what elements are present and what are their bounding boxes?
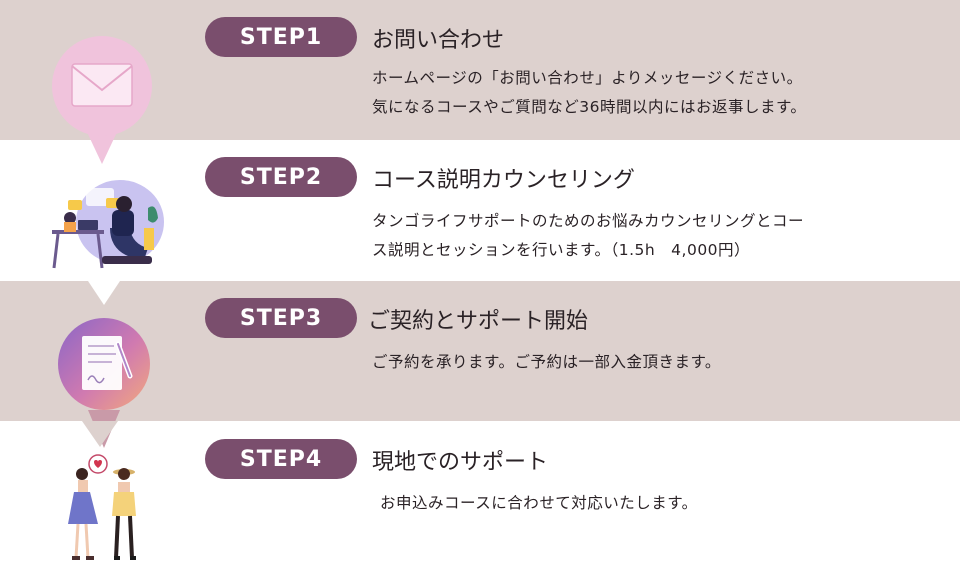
step2-desc-line-1: タンゴライフサポートのためのお悩みカウンセリングとコー bbox=[372, 212, 805, 230]
step3-band bbox=[0, 281, 960, 421]
envelope-icon bbox=[46, 30, 158, 170]
step3-badge: STEP3 bbox=[205, 298, 357, 338]
step1-badge: STEP1 bbox=[205, 17, 357, 57]
step3-pointer bbox=[82, 421, 118, 447]
step2-title: コース説明カウンセリング bbox=[372, 168, 635, 193]
step3-description: ご予約を承ります。ご予約は一部入金頂きます。 bbox=[372, 348, 721, 377]
step2-pointer bbox=[88, 281, 120, 305]
step4-badge: STEP4 bbox=[205, 439, 357, 479]
step4-band bbox=[0, 421, 960, 569]
step3-desc-line-1: ご予約を承ります。ご予約は一部入金頂きます。 bbox=[372, 353, 721, 371]
step1-title: お問い合わせ bbox=[372, 28, 505, 53]
contract-document-icon bbox=[48, 314, 160, 454]
step1-band bbox=[0, 0, 960, 140]
step4-description: お申込みコースに合わせて対応いたします。 bbox=[380, 489, 698, 518]
step3-title: ご契約とサポート開始 bbox=[368, 309, 589, 334]
step4-desc-line-1: お申込みコースに合わせて対応いたします。 bbox=[380, 494, 698, 512]
two-women-illustration bbox=[60, 452, 150, 569]
step1-description: ホームページの「お問い合わせ」よりメッセージください。 気になるコースやご質問な… bbox=[372, 64, 806, 122]
step2-desc-line-2: ス説明とセッションを行います。（1.5h 4,000円） bbox=[372, 241, 751, 259]
counseling-illustration bbox=[48, 168, 168, 272]
step2-description: タンゴライフサポートのためのお悩みカウンセリングとコー ス説明とセッションを行い… bbox=[372, 207, 804, 265]
step1-desc-line-1: ホームページの「お問い合わせ」よりメッセージください。 bbox=[372, 69, 803, 87]
step1-desc-line-2: 気になるコースやご質問など36時間以内にはお返事します。 bbox=[372, 98, 807, 116]
step2-badge: STEP2 bbox=[205, 157, 357, 197]
step4-title: 現地でのサポート bbox=[372, 450, 549, 475]
